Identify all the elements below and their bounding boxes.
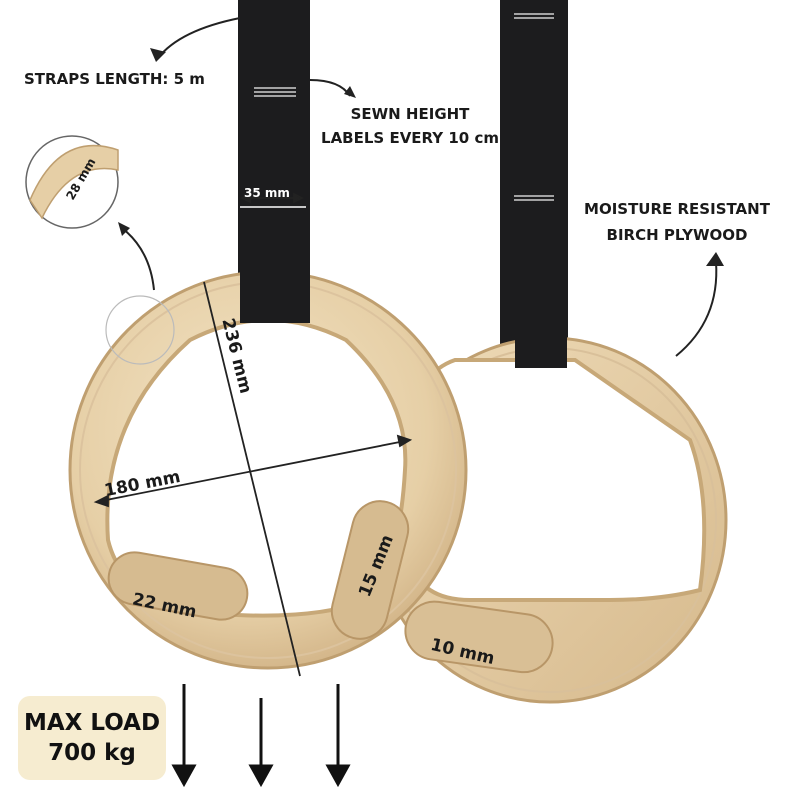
max-load-title: MAX LOAD [23, 710, 161, 736]
right-strap [500, 0, 568, 365]
material-line2: BIRCH PLYWOOD [606, 226, 748, 244]
max-load-badge: MAX LOAD 700 kg [18, 696, 166, 780]
material-note: MOISTURE RESISTANT BIRCH PLYWOOD [572, 196, 782, 248]
load-arrows [171, 684, 351, 788]
sewn-labels-note: SEWN HEIGHT LABELS EVERY 10 cm [300, 102, 520, 150]
sewn-labels-line1: SEWN HEIGHT [350, 105, 470, 123]
left-ring [68, 265, 468, 670]
sewn-labels-line2: LABELS EVERY 10 cm [321, 129, 499, 147]
dimension-lines [93, 192, 413, 677]
strap-width-label: 35 mm [244, 186, 290, 200]
arrowheads [150, 48, 724, 266]
thickness-magnifier [25, 135, 175, 365]
max-load-value: 700 kg [48, 740, 136, 766]
material-line1: MOISTURE RESISTANT [584, 200, 770, 218]
strap-length-label: STRAPS LENGTH: 5 m [24, 70, 205, 88]
